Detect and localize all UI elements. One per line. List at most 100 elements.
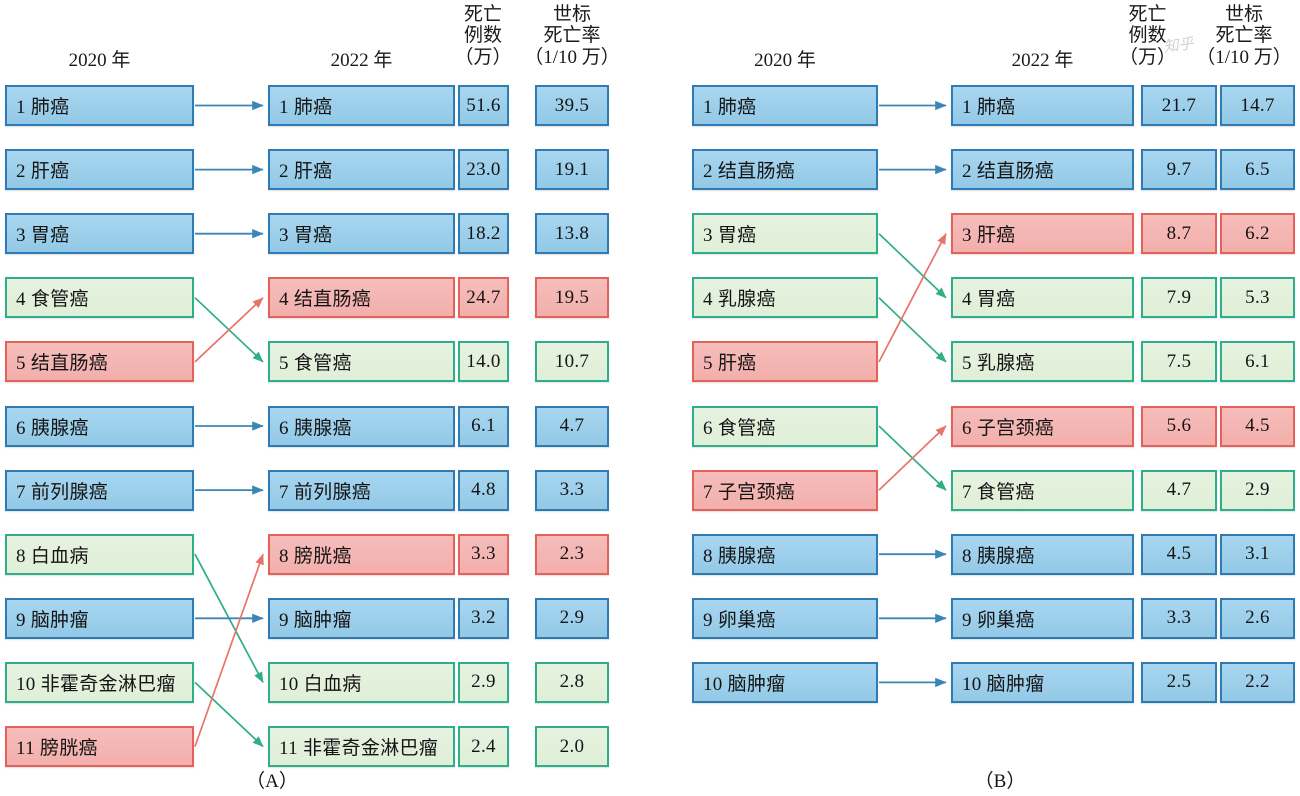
panel-b-header-deaths-line1: 死亡 xyxy=(1128,4,1167,25)
deaths-value-10: 2.9 xyxy=(458,661,509,703)
source-box-5: 5 肝癌 xyxy=(692,341,878,383)
arrow-5-to-4 xyxy=(194,297,264,363)
source-box-3: 3 胃癌 xyxy=(5,213,194,255)
deaths-value-6: 5.6 xyxy=(1141,405,1217,447)
asr-value-7: 3.3 xyxy=(535,469,609,511)
asr-value-4: 19.5 xyxy=(535,277,609,319)
source-box-1: 1 肺癌 xyxy=(5,85,194,126)
panel-b-header-deaths-line3: （万） xyxy=(1118,46,1176,68)
asr-value-2: 19.1 xyxy=(535,149,609,191)
source-box-7: 7 前列腺癌 xyxy=(5,469,194,511)
target-box-1: 1 肺癌 xyxy=(951,85,1134,126)
asr-value-2: 6.5 xyxy=(1220,149,1295,191)
panel-a-caption: （A） xyxy=(246,771,298,792)
source-box-4: 4 乳腺癌 xyxy=(692,277,878,319)
deaths-value-6: 6.1 xyxy=(458,405,509,447)
asr-value-1: 14.7 xyxy=(1220,85,1295,126)
target-box-7: 7 食管癌 xyxy=(951,469,1134,511)
asr-value-5: 6.1 xyxy=(1220,341,1295,383)
asr-value-8: 2.3 xyxy=(535,533,609,575)
panel-a-header-asr-line3: （1/10 万） xyxy=(524,46,620,68)
arrow-10-to-11 xyxy=(194,681,264,748)
target-box-4: 4 结直肠癌 xyxy=(268,277,455,319)
panel-a-header-asr: 世标 死亡率 （1/10 万） xyxy=(524,4,620,68)
panel-b-header-asr-line1: 世标 xyxy=(1224,4,1263,25)
deaths-value-10: 2.5 xyxy=(1141,661,1217,703)
panel-b: 2020 年 2022 年 死亡 例数 （万） 世标 死亡率 （1/10 万） … xyxy=(650,0,1300,796)
source-box-11: 11 膀胱癌 xyxy=(5,726,194,767)
target-box-8: 8 膀胱癌 xyxy=(268,533,455,575)
panel-a-header-deaths-line1: 死亡 xyxy=(463,4,502,25)
target-box-9: 9 卵巢癌 xyxy=(951,597,1134,639)
source-box-7: 7 子宫颈癌 xyxy=(692,469,878,511)
arrow-8-to-10 xyxy=(194,553,264,684)
deaths-value-11: 2.4 xyxy=(458,726,509,767)
asr-value-6: 4.7 xyxy=(535,405,609,447)
target-box-5: 5 食管癌 xyxy=(268,341,455,383)
source-box-8: 8 白血病 xyxy=(5,533,194,575)
target-box-9: 9 脑肿瘤 xyxy=(268,597,455,639)
target-box-4: 4 胃癌 xyxy=(951,277,1134,319)
source-box-9: 9 脑肿瘤 xyxy=(5,597,194,639)
asr-value-5: 10.7 xyxy=(535,341,609,383)
source-box-2: 2 结直肠癌 xyxy=(692,149,878,191)
target-box-8: 8 胰腺癌 xyxy=(951,533,1134,575)
source-box-8: 8 胰腺癌 xyxy=(692,533,878,575)
asr-value-9: 2.6 xyxy=(1220,597,1295,639)
deaths-value-5: 14.0 xyxy=(458,341,509,383)
source-box-6: 6 胰腺癌 xyxy=(5,405,194,447)
deaths-value-3: 18.2 xyxy=(458,213,509,255)
asr-value-7: 2.9 xyxy=(1220,469,1295,511)
source-box-2: 2 肝癌 xyxy=(5,149,194,191)
arrow-3-to-4 xyxy=(878,233,947,299)
panel-b-header-year-to: 2022 年 xyxy=(1011,50,1074,71)
asr-value-3: 13.8 xyxy=(535,213,609,255)
source-box-10: 10 非霍奇金淋巴瘤 xyxy=(5,661,194,703)
target-box-11: 11 非霍奇金淋巴瘤 xyxy=(268,726,455,767)
arrow-11-to-8 xyxy=(194,553,264,747)
panel-a-header-year-to: 2022 年 xyxy=(330,50,393,71)
arrow-7-to-6 xyxy=(878,425,947,491)
panel-b-header-asr-line2: 死亡率 xyxy=(1215,25,1273,47)
panel-b-header-asr: 世标 死亡率 （1/10 万） xyxy=(1188,4,1300,68)
panel-a-header-deaths-line3: （万） xyxy=(454,46,512,68)
arrow-4-to-5 xyxy=(878,297,947,363)
deaths-value-1: 21.7 xyxy=(1141,85,1217,126)
asr-value-6: 4.5 xyxy=(1220,405,1295,447)
source-box-9: 9 卵巢癌 xyxy=(692,597,878,639)
panel-a-header-deaths-line2: 例数 xyxy=(463,25,502,47)
arrow-5-to-3 xyxy=(878,233,947,363)
deaths-value-3: 8.7 xyxy=(1141,213,1217,255)
source-box-4: 4 食管癌 xyxy=(5,277,194,319)
asr-value-3: 6.2 xyxy=(1220,213,1295,255)
panel-b-header-year-from: 2020 年 xyxy=(754,50,816,71)
source-box-5: 5 结直肠癌 xyxy=(5,341,194,383)
deaths-value-8: 4.5 xyxy=(1141,533,1217,575)
deaths-value-2: 23.0 xyxy=(458,149,509,191)
asr-value-4: 5.3 xyxy=(1220,277,1295,319)
panel-b-header-asr-line3: （1/10 万） xyxy=(1196,46,1292,68)
target-box-3: 3 肝癌 xyxy=(951,213,1134,255)
panel-a: 2020 年 2022 年 死亡 例数 （万） 世标 死亡率 （1/10 万） … xyxy=(5,4,620,792)
deaths-value-7: 4.8 xyxy=(458,469,509,511)
panel-b-header-deaths-line2: 例数 xyxy=(1128,25,1167,47)
deaths-value-8: 3.3 xyxy=(458,533,509,575)
source-box-10: 10 脑肿瘤 xyxy=(692,661,878,703)
target-box-6: 6 胰腺癌 xyxy=(268,405,455,447)
source-box-3: 3 胃癌 xyxy=(692,213,878,255)
deaths-value-9: 3.2 xyxy=(458,597,509,639)
target-box-3: 3 胃癌 xyxy=(268,213,455,255)
asr-value-10: 2.2 xyxy=(1220,661,1295,703)
asr-value-1: 39.5 xyxy=(535,85,609,126)
target-box-5: 5 乳腺癌 xyxy=(951,341,1134,383)
deaths-value-4: 24.7 xyxy=(458,277,509,319)
target-box-6: 6 子宫颈癌 xyxy=(951,405,1134,447)
arrow-4-to-5 xyxy=(194,297,264,363)
target-box-7: 7 前列腺癌 xyxy=(268,469,455,511)
deaths-value-1: 51.6 xyxy=(458,85,509,126)
panel-a-header-year-from: 2020 年 xyxy=(68,50,131,71)
target-box-2: 2 结直肠癌 xyxy=(951,149,1134,191)
panel-b-caption: （B） xyxy=(974,771,1026,792)
asr-value-8: 3.1 xyxy=(1220,533,1295,575)
asr-value-10: 2.8 xyxy=(535,661,609,703)
